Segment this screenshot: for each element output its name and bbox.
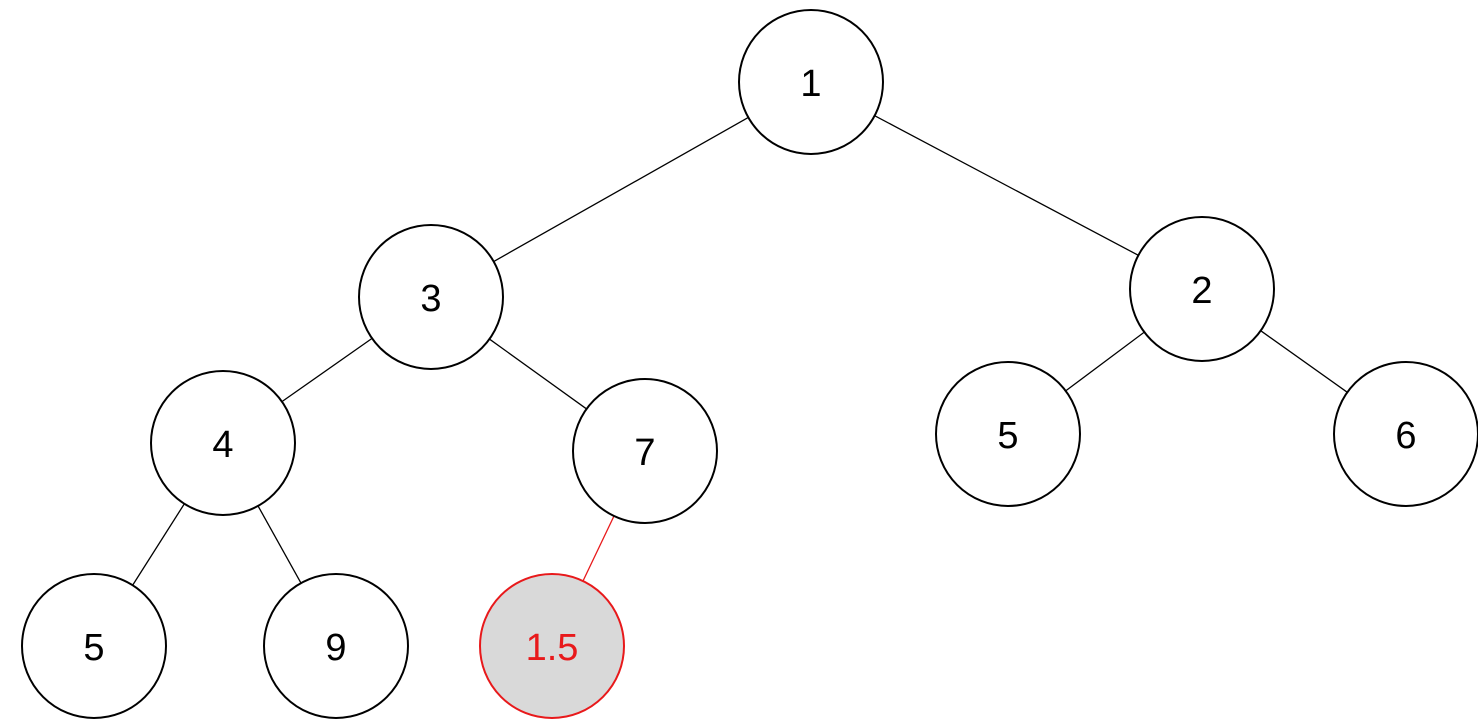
node-circle — [21, 573, 167, 719]
tree-node: 9 — [263, 573, 409, 719]
node-label: 6 — [1395, 415, 1416, 457]
edges — [132, 115, 1348, 586]
edge-n3-n7 — [489, 338, 587, 410]
edge-n7-n15 — [582, 515, 615, 582]
node-label: 4 — [212, 424, 233, 466]
nodes: 1 3 2 4 7 5 6 5 9 1.5 — [21, 9, 1478, 719]
node-circle — [150, 370, 296, 516]
tree-node: 1 — [738, 9, 884, 155]
node-circle — [1333, 361, 1478, 507]
node-label: 1.5 — [526, 627, 579, 669]
node-circle — [1129, 216, 1275, 362]
node-label: 2 — [1191, 270, 1212, 312]
node-circle — [358, 224, 504, 370]
tree-node: 2 — [1129, 216, 1275, 362]
edge-n4-n5l — [132, 503, 185, 586]
edge-n4-n9 — [257, 505, 302, 584]
node-circle — [738, 9, 884, 155]
tree-node: 6 — [1333, 361, 1478, 507]
tree-node-inserted: 1.5 — [479, 573, 625, 719]
edge-n2-n5r — [1065, 331, 1145, 392]
node-circle — [263, 573, 409, 719]
tree-node: 3 — [358, 224, 504, 370]
node-label: 3 — [420, 278, 441, 320]
node-label: 5 — [83, 627, 104, 669]
tree-node: 7 — [572, 378, 718, 524]
edge-n3-n4 — [281, 337, 373, 403]
edge-n1-n3 — [493, 116, 749, 263]
node-circle — [479, 573, 625, 719]
edge-n2-n6 — [1260, 330, 1348, 393]
node-label: 1 — [800, 63, 821, 105]
tree-node: 4 — [150, 370, 296, 516]
node-label: 9 — [325, 627, 346, 669]
edge-n1-n2 — [874, 115, 1139, 256]
tree-node: 5 — [935, 361, 1081, 507]
node-circle — [572, 378, 718, 524]
node-label: 5 — [997, 415, 1018, 457]
node-label: 7 — [634, 432, 655, 474]
node-circle — [935, 361, 1081, 507]
tree-node: 5 — [21, 573, 167, 719]
